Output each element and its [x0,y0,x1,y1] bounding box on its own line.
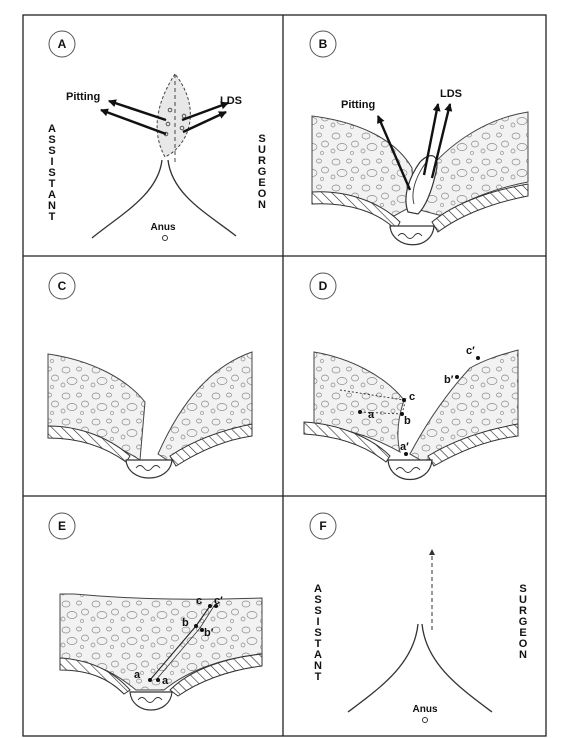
anal-canal-b [389,225,435,246]
fascia-e-left [59,657,131,695]
lds-label-b: LDS [440,88,462,100]
panel-c: C [47,272,253,479]
panel-c-badge [48,272,76,300]
pitting-label-a: Pitting [66,91,100,103]
point-b-e: b [182,617,189,629]
point-c-e: c [196,595,202,607]
natal-cleft-left-f [347,623,419,713]
panel-b: B Pitting LDS [309,30,529,246]
guide-d-a2 [339,389,405,401]
point-b-prime-d: b′ [444,374,454,386]
anus-label-a: Anus [151,222,176,233]
panel-a-badge [48,30,76,58]
panel-a-letter: A [58,37,67,51]
panel-e-badge [48,512,76,540]
fascia-e-right [169,653,263,697]
natal-cleft-left-a [91,159,163,239]
panel-c-letter: C [58,279,67,293]
point-b-d: b [404,415,411,427]
point-a-e: a [134,669,141,681]
anus-marker-f [422,717,428,723]
panel-d: D c a b a′ b′ c′ [303,272,519,481]
point-a-d: a [368,409,375,421]
anus-marker-a [162,235,168,241]
anal-canal-d [387,459,433,481]
natal-cleft-right-f [421,623,493,713]
panel-e: E a a b b′ c c′ [48,512,263,711]
fascia-b-right [431,183,529,233]
panel-f-badge [309,512,337,540]
fascia-d-left [303,421,391,463]
point-c-prime-e: c′ [214,595,223,607]
pitting-arrow-2-a [100,108,167,136]
lds-label-a: LDS [220,95,242,107]
lds-arrow-1-b [422,103,441,176]
natal-cleft-right-a [167,159,237,237]
lds-arrow-2-b [430,103,453,179]
panel-f-letter: F [319,519,326,533]
pitting-label-b: Pitting [341,99,375,111]
panel-e-letter: E [58,519,66,533]
fascia-d-right [427,423,519,467]
panel-d-badge [309,272,337,300]
anal-canal-c [125,459,173,479]
point-b-prime-e: b′ [204,627,214,639]
lds-arrow-1-a [181,101,229,122]
point-a-prime-d: a′ [400,441,409,453]
pitting-arrow-b [376,115,412,191]
panel-d-letter: D [319,279,328,293]
anal-canal-e [129,691,173,711]
panel-b-letter: B [319,37,328,51]
lds-arrow-2-a [182,110,227,134]
pitting-arrow-1-a [108,99,167,122]
guide-d-ab [359,411,403,415]
panel-b-badge [309,30,337,58]
fascia-c-right [169,423,253,467]
point-c-d: c [409,391,415,403]
excision-outline-a [156,73,191,158]
point-c-prime-d: c′ [466,345,475,357]
point-a2-e: a [162,675,169,687]
anus-label-f: Anus [413,704,438,715]
